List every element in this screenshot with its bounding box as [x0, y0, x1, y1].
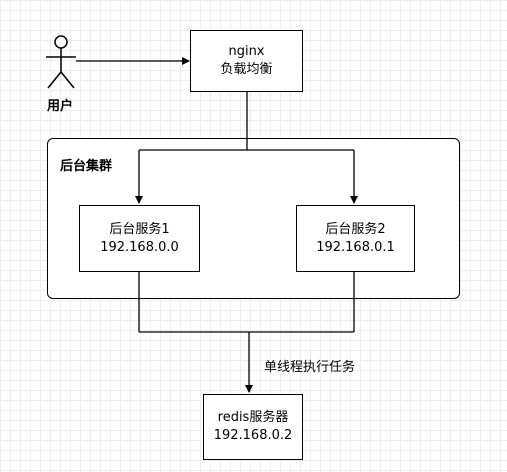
- redis-name: redis服务器: [217, 410, 289, 425]
- service1-ip: 192.168.0.0: [100, 239, 179, 255]
- redis-ip: 192.168.0.2: [213, 428, 293, 443]
- service1-name: 后台服务1: [109, 221, 170, 237]
- user-label: 用户: [47, 99, 74, 114]
- user-actor-icon: [46, 35, 76, 89]
- backend-service-1-node: 后台服务1 192.168.0.0: [79, 205, 200, 272]
- nginx-title: nginx: [228, 44, 265, 59]
- nginx-subtitle: 负载均衡: [220, 62, 273, 77]
- service2-ip: 192.168.0.1: [316, 239, 395, 255]
- redis-server-node: redis服务器 192.168.0.2: [203, 394, 303, 460]
- service2-name: 后台服务2: [325, 221, 386, 237]
- backend-service-2-node: 后台服务2 192.168.0.1: [296, 205, 415, 272]
- edge-label-single-thread: 单线程执行任务: [264, 360, 356, 375]
- cluster-title: 后台集群: [60, 159, 113, 174]
- nginx-load-balancer-node: nginx 负载均衡: [190, 30, 303, 92]
